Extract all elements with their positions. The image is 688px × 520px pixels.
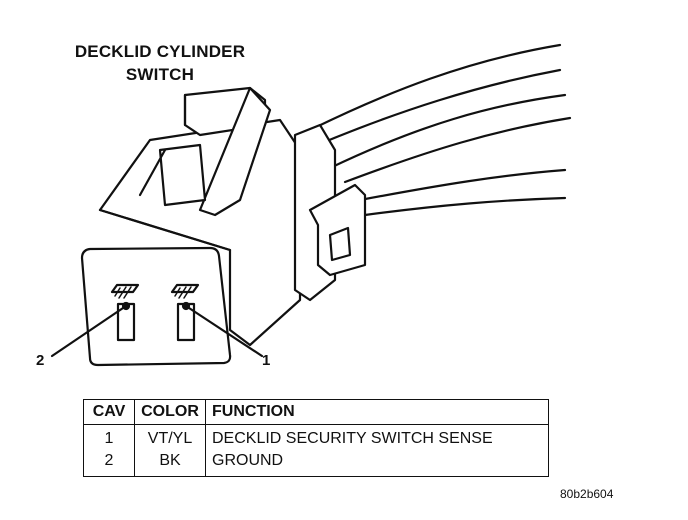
function-cell: GROUND <box>212 452 284 469</box>
leader-line-2 <box>50 301 131 358</box>
function-column: DECKLID SECURITY SWITCH SENSE GROUND <box>205 424 549 477</box>
connector-face <box>80 246 232 367</box>
header-color: COLOR <box>134 399 206 425</box>
pin-label-1: 1 <box>262 352 271 369</box>
pin-label-2: 2 <box>36 352 45 369</box>
header-cav: CAV <box>83 399 135 425</box>
table-row: 1 2 VT/YL BK DECKLID SECURITY SWITCH SEN… <box>83 424 549 477</box>
leader-line-1 <box>181 301 264 358</box>
cav-cell: 2 <box>104 452 114 469</box>
header-function: FUNCTION <box>205 399 549 425</box>
locking-tab <box>138 86 272 217</box>
cav-cell: 1 <box>104 430 114 447</box>
table-header-row: CAV COLOR FUNCTION <box>83 399 549 425</box>
side-latch <box>293 123 367 302</box>
title-line-2: SWITCH <box>125 65 195 84</box>
function-cell: DECKLID SECURITY SWITCH SENSE <box>212 430 493 447</box>
connector-illustration <box>50 43 572 367</box>
wire-harness <box>298 43 572 217</box>
color-column: VT/YL BK <box>134 424 206 477</box>
cavity-1 <box>170 283 200 342</box>
title-line-1: DECKLID CYLINDER <box>74 42 246 61</box>
diagram-title: DECKLID CYLINDER SWITCH <box>40 40 280 86</box>
cavity-table: CAV COLOR FUNCTION 1 2 VT/YL BK DECKLID … <box>83 399 549 477</box>
reference-code: 80b2b604 <box>560 487 614 501</box>
cav-column: 1 2 <box>83 424 135 477</box>
color-cell: BK <box>159 452 181 469</box>
color-cell: VT/YL <box>147 430 193 447</box>
